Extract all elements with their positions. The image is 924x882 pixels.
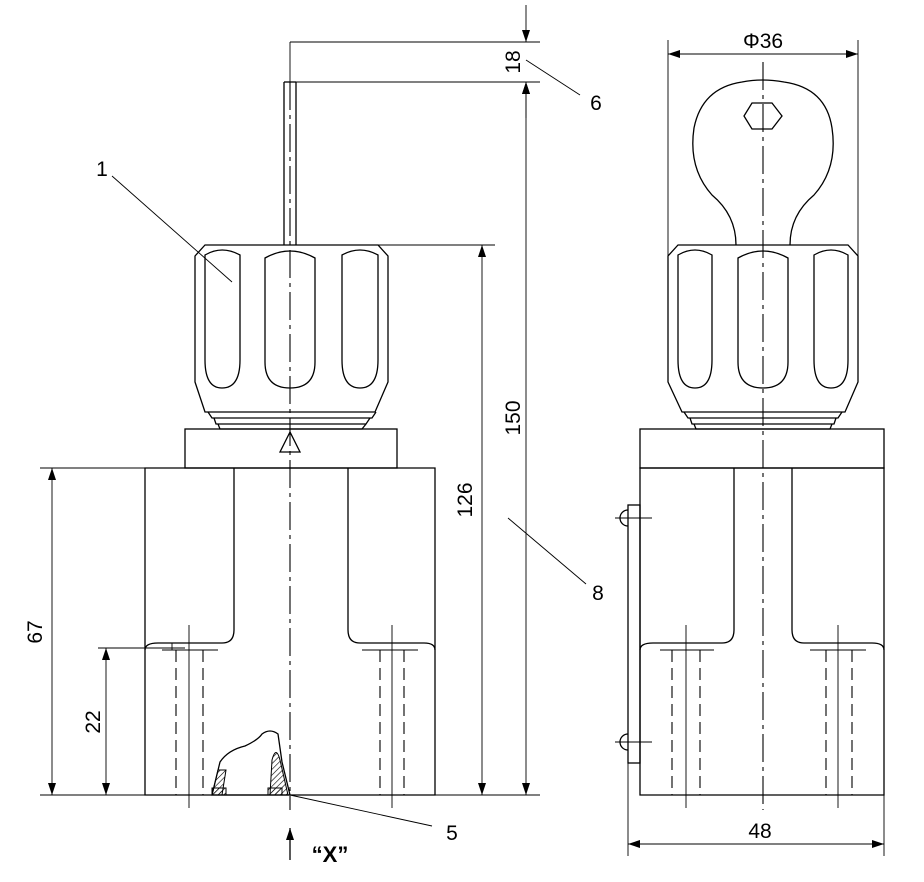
callouts: 1 6 8 5 xyxy=(96,92,604,845)
dim-150: 150 xyxy=(502,400,525,435)
callout-6: 6 xyxy=(590,92,602,115)
callout-1: 1 xyxy=(96,158,108,181)
front-view: “X” xyxy=(40,81,540,867)
mounting-bracket xyxy=(627,504,641,764)
side-bonnet-plate xyxy=(639,428,885,469)
callout-5: 5 xyxy=(446,822,458,845)
dim-18: 18 xyxy=(502,50,525,73)
side-view xyxy=(615,62,885,810)
bottom-fitting xyxy=(211,730,291,796)
dim-67: 67 xyxy=(24,620,47,643)
side-dimensions: Φ36 48 xyxy=(627,30,885,856)
front-dimensions: 18 150 126 67 22 xyxy=(24,5,581,795)
dim-phi36: Φ36 xyxy=(743,30,783,53)
front-knob xyxy=(194,244,389,430)
view-x-label: “X” xyxy=(312,842,349,867)
dim-22: 22 xyxy=(82,710,105,733)
dim-48: 48 xyxy=(748,820,771,843)
screw-head-icon xyxy=(615,509,652,751)
hex-socket-icon xyxy=(743,102,783,130)
callout-8: 8 xyxy=(592,582,604,605)
dim-126: 126 xyxy=(454,482,477,517)
